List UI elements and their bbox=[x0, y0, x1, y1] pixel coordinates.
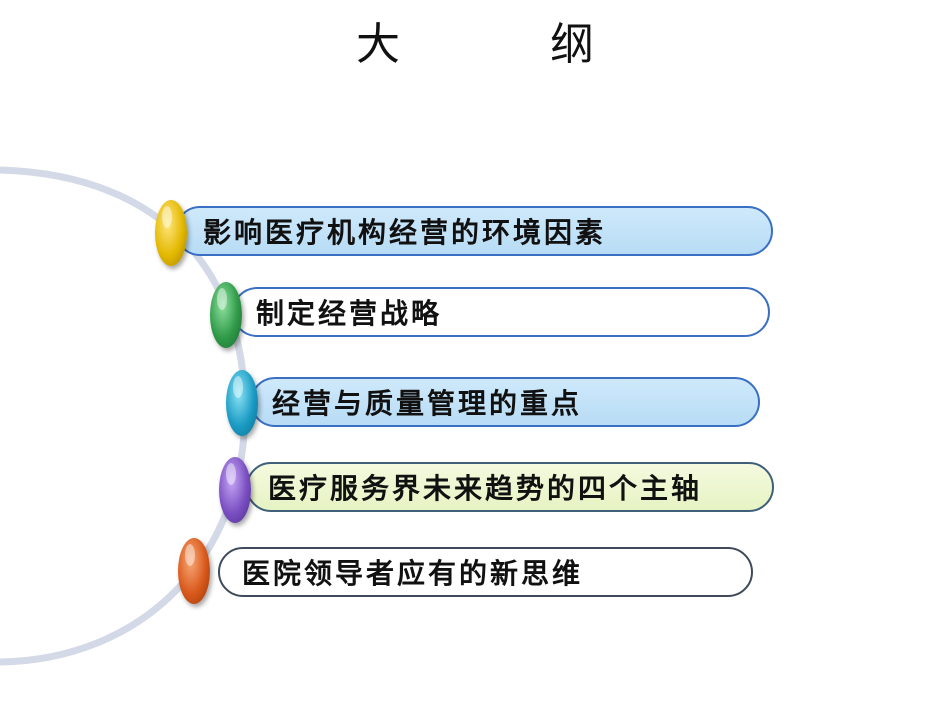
outline-item-2: 制定经营战略 bbox=[232, 287, 770, 337]
outline-item-4: 医疗服务界未来趋势的四个主轴 bbox=[246, 462, 774, 512]
outline-item-3: 经营与质量管理的重点 bbox=[250, 377, 760, 427]
outline-item-2-label: 制定经营战略 bbox=[256, 297, 443, 330]
outline-item-4-bullet-icon bbox=[219, 457, 251, 523]
outline-item-1-bullet-icon bbox=[155, 200, 187, 266]
outline-item-4-label: 医疗服务界未来趋势的四个主轴 bbox=[268, 472, 703, 505]
outline-item-3-label: 经营与质量管理的重点 bbox=[272, 387, 583, 420]
page-title: 大 纲 bbox=[356, 19, 662, 70]
outline-item-1-label: 影响医疗机构经营的环境因素 bbox=[203, 216, 607, 249]
outline-item-3-bullet-icon bbox=[226, 370, 258, 436]
outline-item-1: 影响医疗机构经营的环境因素 bbox=[175, 206, 773, 256]
outline-item-5: 医院领导者应有的新思维 bbox=[218, 547, 753, 597]
outline-item-5-label: 医院领导者应有的新思维 bbox=[242, 557, 584, 590]
outline-item-2-bullet-icon bbox=[210, 282, 242, 348]
outline-item-5-bullet-icon bbox=[178, 538, 210, 604]
